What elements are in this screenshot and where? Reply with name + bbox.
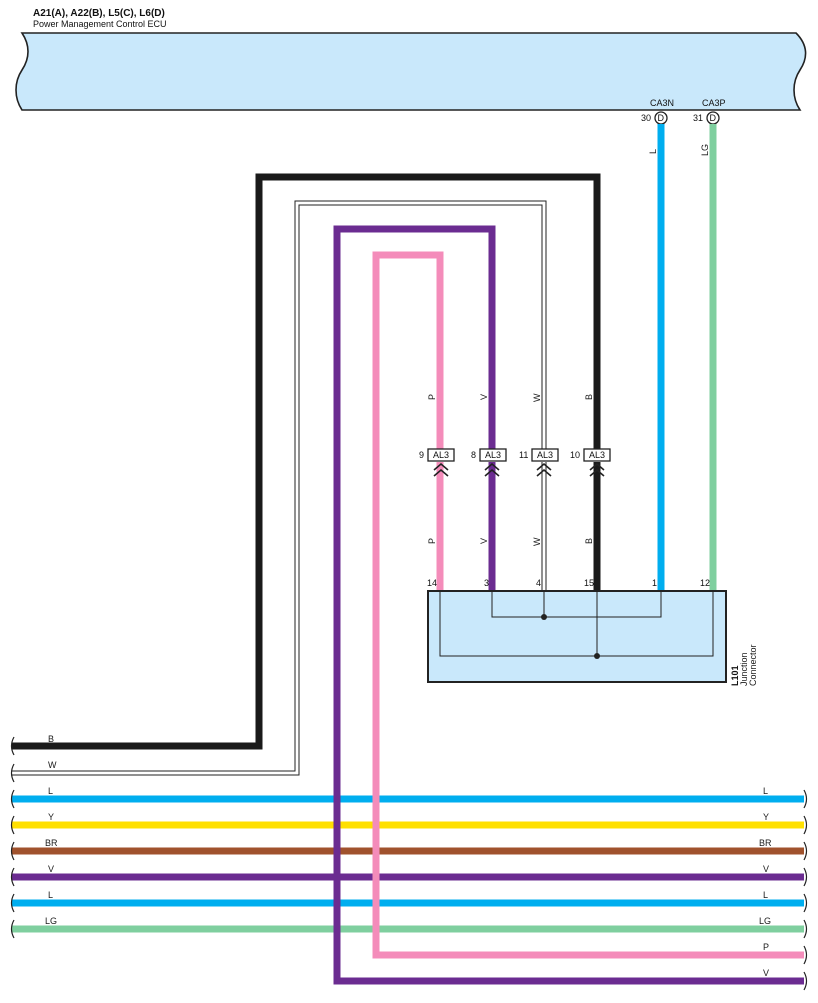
bus-label-right: L xyxy=(763,890,768,900)
wire-w-route xyxy=(12,201,546,775)
wire-color-label: P xyxy=(427,394,437,400)
connector-pin-number: 11 xyxy=(519,450,528,460)
bus-label-left: Y xyxy=(48,812,54,822)
wire-b-route xyxy=(12,173,601,750)
bus-label-right: L xyxy=(763,786,768,796)
bus-label-left: V xyxy=(48,864,54,874)
wire-color-label: B xyxy=(584,538,594,544)
connector-chevron-icon xyxy=(484,462,500,477)
splice-dot xyxy=(594,653,600,659)
ecu-terminal-letter: D xyxy=(658,113,665,123)
bus-label-right: BR xyxy=(759,838,772,848)
inline-connector: AL3 11 xyxy=(519,448,559,477)
break-marks-left xyxy=(10,736,15,939)
splice-dot xyxy=(541,614,547,620)
wire-w-route-outline xyxy=(12,200,547,776)
wire-color-label: V xyxy=(479,394,489,400)
wire-color-label: B xyxy=(584,394,594,400)
bus-label-right: V xyxy=(763,968,769,978)
bus-label-left: LG xyxy=(45,916,57,926)
ecu-box xyxy=(15,32,807,111)
wire-color-label: L xyxy=(648,149,658,154)
junction-pin-number: 12 xyxy=(700,578,710,588)
svg-text:AL3: AL3 xyxy=(485,450,501,460)
wire-color-label: W xyxy=(532,393,542,402)
ecu-pin-signal: CA3N xyxy=(650,98,674,108)
ecu-pin-number: 31 xyxy=(693,113,703,123)
wire-color-label: LG xyxy=(700,144,710,156)
junction-pin-number: 3 xyxy=(484,578,489,588)
svg-text:AL3: AL3 xyxy=(433,450,449,460)
wire-p-route xyxy=(372,251,804,959)
connector-pin-number: 8 xyxy=(471,450,476,460)
svg-text:AL3: AL3 xyxy=(537,450,553,460)
junction-connector-box xyxy=(427,590,727,683)
wire-color-label: V xyxy=(479,538,489,544)
inline-connector: AL3 9 xyxy=(419,448,455,477)
junction-pin-number: 14 xyxy=(427,578,437,588)
junction-pin-number: 1 xyxy=(652,578,657,588)
connector-chevron-icon xyxy=(433,462,449,477)
ecu-title: A21(A), A22(B), L5(C), L6(D) xyxy=(33,8,165,19)
junction-pin-number: 4 xyxy=(536,578,541,588)
bus-label-right: V xyxy=(763,864,769,874)
bus-label-left: BR xyxy=(45,838,58,848)
break-marks-right xyxy=(803,789,808,991)
junction-internal-links xyxy=(439,592,714,657)
inline-connector: AL3 10 xyxy=(570,448,611,477)
connector-pin-number: 10 xyxy=(570,450,580,460)
junction-name: Junction xyxy=(739,652,749,686)
connector-pin-number: 9 xyxy=(419,450,424,460)
bus-label-right: P xyxy=(763,942,769,952)
svg-text:AL3: AL3 xyxy=(589,450,605,460)
bus-label-left: L xyxy=(48,786,53,796)
connector-chevron-icon xyxy=(589,462,605,477)
junction-name: Connector xyxy=(748,644,758,686)
wire-v-route xyxy=(333,225,804,985)
junction-pin-number: 15 xyxy=(584,578,594,588)
bus-label-left: B xyxy=(48,734,54,744)
ecu-pin-signal: CA3P xyxy=(702,98,726,108)
bus-label-left: L xyxy=(48,890,53,900)
bus-label-left: W xyxy=(48,760,57,770)
inline-connector: AL3 8 xyxy=(471,448,507,477)
ecu-name: Power Management Control ECU xyxy=(33,19,167,29)
ecu-pin-number: 30 xyxy=(641,113,651,123)
connector-chevron-icon xyxy=(536,462,552,477)
ecu-terminal-letter: D xyxy=(710,113,717,123)
wire-color-label: P xyxy=(427,538,437,544)
junction-id: L101 xyxy=(730,665,740,686)
bus-label-right: LG xyxy=(759,916,771,926)
wire-color-label: W xyxy=(532,537,542,546)
bus-label-right: Y xyxy=(763,812,769,822)
